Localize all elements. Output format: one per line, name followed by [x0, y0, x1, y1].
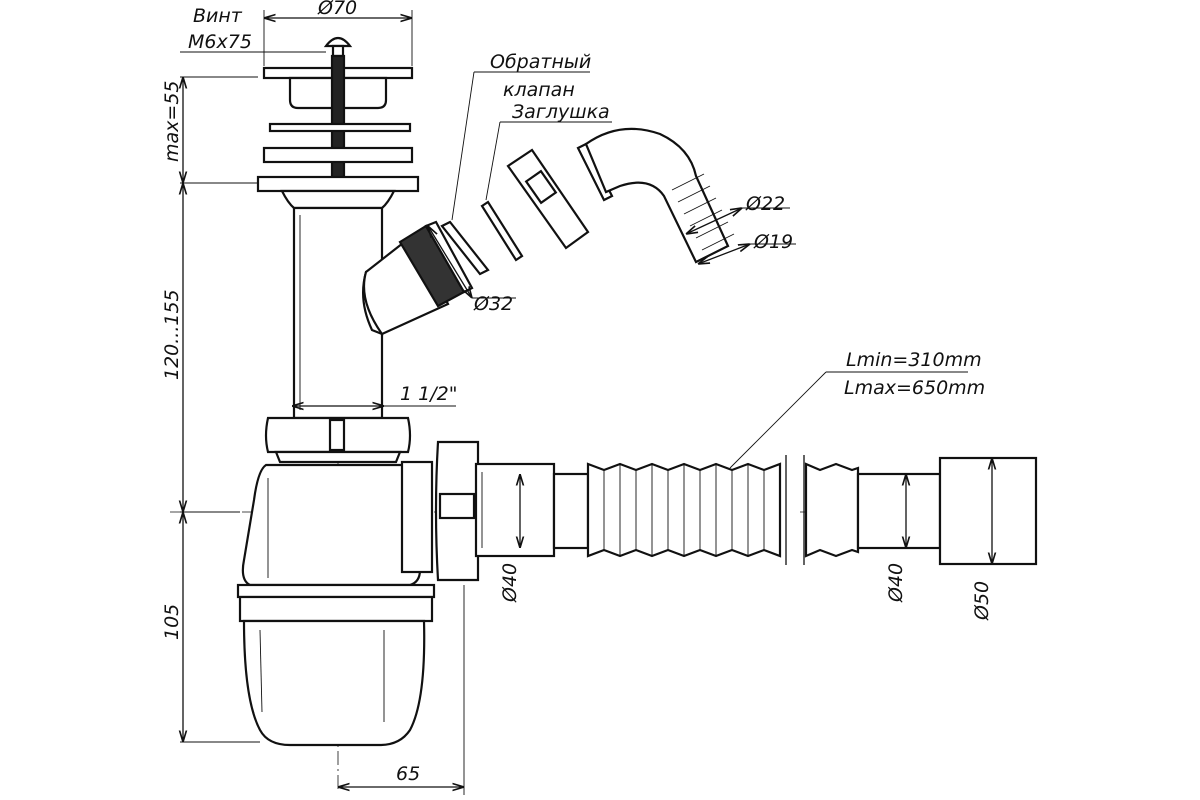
- union-nut: [264, 416, 412, 464]
- elbow-hose-part: [576, 127, 735, 264]
- hose-outer-diameter-label: Ø22: [745, 193, 785, 215]
- check-valve-label-1: Обратный: [490, 51, 591, 73]
- dimension-lines: [180, 10, 992, 795]
- hose-inner-diameter-label: Ø19: [753, 231, 793, 253]
- screw-title-label: Винт: [193, 5, 243, 27]
- max-height-label: max=55: [161, 81, 183, 163]
- bottle-trap: [236, 460, 436, 747]
- corrugated-hose: [552, 455, 1038, 566]
- hose-nut-part: [506, 148, 590, 250]
- socket-diameter-label: Ø50: [971, 581, 993, 621]
- length-max-label: Lmax=650mm: [844, 377, 985, 399]
- annotations: Винт M6x75 Ø70 Обратный клапан Заглушка …: [161, 0, 993, 785]
- plug-part: [480, 200, 524, 262]
- length-min-label: Lmin=310mm: [846, 349, 982, 371]
- thread-size-label: 1 1/2": [400, 383, 457, 405]
- plug-label: Заглушка: [512, 101, 610, 123]
- outlet-nut: [434, 440, 556, 582]
- outlet-diameter-label-1: Ø40: [499, 563, 521, 603]
- branch-diameter-label: Ø32: [473, 293, 513, 315]
- screw-size-label: M6x75: [188, 31, 252, 53]
- tube-length-label: 120...155: [161, 289, 183, 380]
- grate-assembly: [256, 36, 420, 210]
- check-valve-label-2: клапан: [503, 79, 575, 101]
- offset-label: 65: [396, 763, 420, 785]
- grate-diameter-label: Ø70: [317, 0, 357, 19]
- outlet-diameter-label-2: Ø40: [885, 563, 907, 603]
- bottle-height-label: 105: [161, 604, 183, 640]
